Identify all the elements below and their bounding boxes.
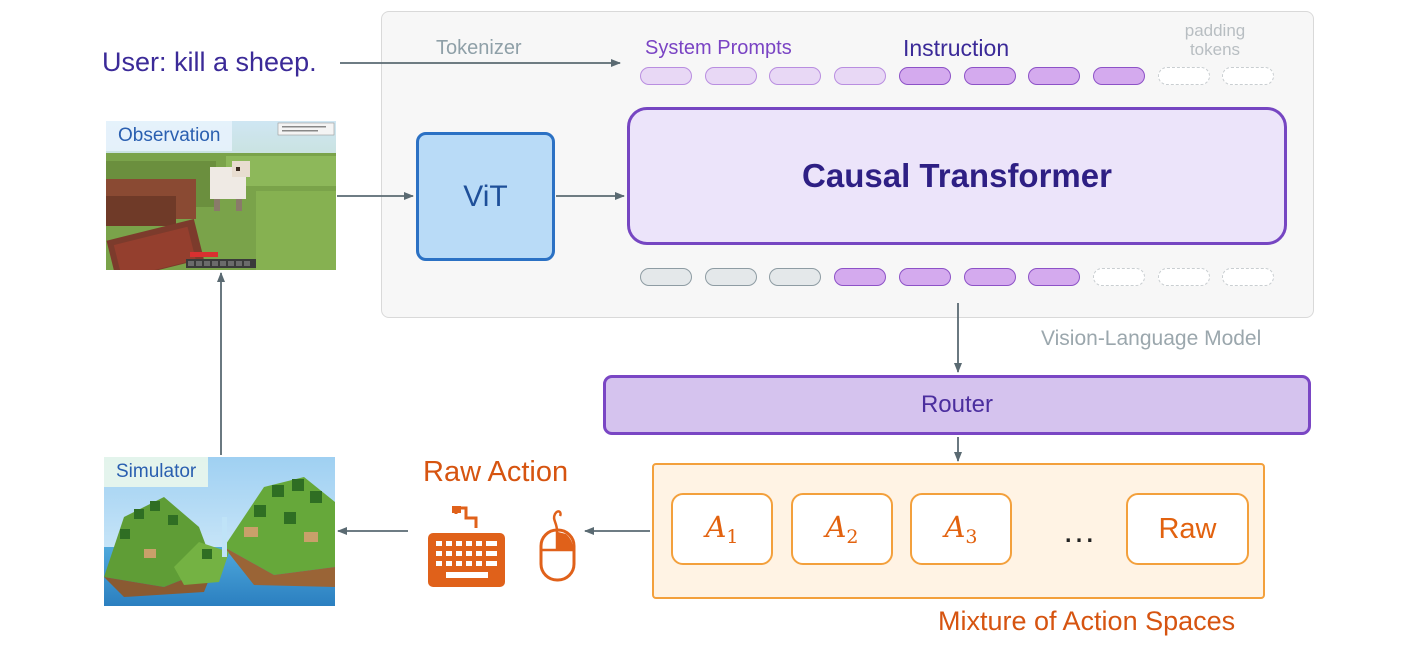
- minecraft-world-scene: [104, 457, 335, 606]
- action-space-a3: A3: [910, 493, 1012, 565]
- more-action-spaces-ellipsis: …: [1062, 512, 1098, 550]
- simulator-image: Simulator: [104, 457, 335, 606]
- action-space-a2-label: A2: [825, 510, 859, 548]
- action-space-a3-label: A3: [944, 510, 978, 548]
- output-token-instruction: [1028, 268, 1080, 286]
- output-token-vision: [769, 268, 821, 286]
- input-token-padding: [1158, 67, 1210, 85]
- tokenizer-label: Tokenizer: [436, 37, 522, 59]
- vit-label: ViT: [463, 179, 508, 213]
- causal-transformer-box: Causal Transformer: [627, 107, 1287, 245]
- observation-image: Observation: [106, 121, 336, 270]
- input-token-system: [705, 67, 757, 85]
- simulator-tag: Simulator: [104, 457, 209, 487]
- output-token-instruction: [964, 268, 1016, 286]
- instruction-label: Instruction: [903, 35, 1010, 61]
- router-label: Router: [920, 391, 994, 418]
- system-prompts-label: System Prompts: [645, 37, 792, 59]
- padding-tokens-label-line1: padding: [1184, 21, 1246, 40]
- action-space-raw-label: Raw: [1158, 512, 1217, 545]
- output-token-vision: [640, 268, 692, 286]
- keyboard-icon: [428, 506, 505, 587]
- input-token-instruction: [1093, 67, 1145, 85]
- input-token-system: [769, 67, 821, 85]
- action-space-a2: A2: [791, 493, 893, 565]
- input-token-system: [834, 67, 886, 85]
- padding-tokens-label-line2: tokens: [1189, 40, 1241, 59]
- padding-tokens-label: padding tokens: [1177, 21, 1253, 59]
- vit-encoder-box: ViT: [416, 132, 555, 261]
- output-token-instruction: [899, 268, 951, 286]
- router-box: Router: [603, 375, 1311, 435]
- mixture-of-action-spaces-label: Mixture of Action Spaces: [938, 606, 1236, 636]
- vision-language-model-label: Vision-Language Model: [1041, 327, 1262, 350]
- action-space-a1: A1: [671, 493, 773, 565]
- mouse-icon: [539, 510, 576, 582]
- output-token-vision: [705, 268, 757, 286]
- minecraft-observation-scene: [106, 121, 336, 270]
- input-token-instruction: [964, 67, 1016, 85]
- action-space-a1-label: A1: [705, 510, 739, 548]
- output-token-instruction: [834, 268, 886, 286]
- raw-action-label: Raw Action: [423, 456, 569, 488]
- action-space-raw: Raw: [1126, 493, 1249, 565]
- input-token-instruction: [899, 67, 951, 85]
- user-prompt: User: kill a sheep.: [102, 47, 317, 77]
- input-token-padding: [1222, 67, 1274, 85]
- output-token-padding: [1093, 268, 1145, 286]
- causal-transformer-label: Causal Transformer: [802, 157, 1112, 194]
- observation-tag: Observation: [106, 121, 233, 151]
- output-token-padding: [1158, 268, 1210, 286]
- output-token-padding: [1222, 268, 1274, 286]
- input-token-instruction: [1028, 67, 1080, 85]
- input-token-system: [640, 67, 692, 85]
